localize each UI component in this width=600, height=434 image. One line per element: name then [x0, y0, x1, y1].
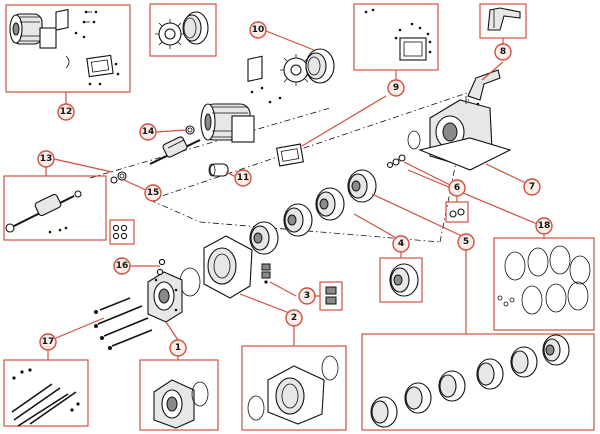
oring-body — [179, 267, 201, 297]
bearing-15 — [110, 171, 147, 191]
bearing-14 — [155, 125, 195, 135]
detail-box-13 — [3, 158, 113, 241]
callout-17: 17 — [39, 333, 57, 351]
fan-cover — [305, 48, 335, 84]
callout-1-label: 1 — [175, 343, 181, 353]
suction-cover — [147, 271, 183, 323]
callout-10: 10 — [249, 21, 267, 39]
callout-14-label: 14 — [142, 127, 155, 137]
detail-box-9 — [353, 3, 439, 80]
fan-detail-10 — [155, 19, 185, 49]
callout-1: 1 — [169, 339, 187, 357]
stage-1 — [347, 169, 377, 203]
detail-box-17 — [3, 350, 89, 427]
callout-2: 2 — [285, 309, 303, 327]
detail-box-18 — [493, 232, 595, 331]
callout-3-label: 3 — [304, 291, 310, 301]
detail-nuts-6 — [445, 196, 469, 223]
callout-10-label: 10 — [252, 25, 265, 35]
bracket-detail-8 — [487, 7, 521, 31]
callout-8: 8 — [494, 43, 512, 61]
tie-rods-detail-17 — [11, 368, 80, 427]
callout-16: 16 — [113, 257, 131, 275]
pump-body — [203, 235, 253, 299]
detail-box-12 — [5, 4, 131, 105]
capacitor — [208, 163, 237, 178]
terminal-cover — [275, 95, 387, 167]
callout-15-label: 15 — [147, 188, 160, 198]
callout-9-label: 9 — [393, 83, 399, 93]
detail-box-1 — [139, 356, 219, 431]
callout-17-label: 17 — [42, 337, 55, 347]
callout-12-label: 12 — [60, 107, 73, 117]
nuts-6 — [386, 154, 453, 187]
callout-8-label: 8 — [500, 47, 506, 57]
rotor-shaft — [149, 136, 201, 165]
callout-9: 9 — [387, 79, 405, 97]
callout-13: 13 — [37, 150, 55, 168]
terminal-cover-detail-9 — [399, 22, 432, 61]
motor-housing-detail-12 — [9, 8, 69, 49]
callout-2-label: 2 — [291, 313, 297, 323]
body-detail-2 — [247, 355, 339, 425]
callout-16-label: 16 — [116, 261, 129, 271]
callout-7-label: 7 — [529, 182, 535, 192]
cover-detail-1 — [153, 379, 209, 429]
motor-assembly — [200, 55, 282, 143]
bracket — [467, 69, 501, 101]
oring-18 — [407, 130, 421, 150]
stages-detail-5 — [370, 334, 570, 428]
stage-detail-4 — [389, 263, 419, 297]
impeller-stack — [249, 169, 377, 255]
callout-11: 11 — [234, 169, 252, 187]
detail-box-8 — [479, 3, 527, 44]
detail-box-4 — [379, 252, 423, 303]
orings-detail-18 — [497, 245, 591, 315]
callout-6-label: 6 — [454, 183, 460, 193]
callout-6: 6 — [448, 179, 466, 197]
callout-7: 7 — [523, 178, 541, 196]
callout-15: 15 — [144, 184, 162, 202]
fan-cover-detail-10 — [182, 11, 209, 45]
callout-3: 3 — [298, 287, 316, 305]
callout-4-label: 4 — [398, 239, 404, 249]
callout-5: 5 — [457, 233, 475, 251]
tie-rods — [55, 297, 153, 350]
callout-13-label: 13 — [40, 154, 53, 164]
screws-16 — [109, 219, 166, 276]
fan — [280, 54, 312, 86]
callout-18: 18 — [535, 217, 553, 235]
rotor-detail-13 — [5, 190, 82, 234]
callout-5-label: 5 — [463, 237, 469, 247]
stage-3 — [283, 203, 313, 237]
terminal-parts-detail-12 — [65, 10, 120, 86]
callout-12: 12 — [57, 103, 75, 121]
callout-14: 14 — [139, 123, 157, 141]
drain-plug — [261, 263, 271, 284]
terminal-box-detail-9 — [364, 8, 402, 40]
stage-4 — [249, 221, 279, 255]
callout-18-label: 18 — [538, 221, 551, 231]
callout-4: 4 — [392, 235, 410, 253]
detail-box-2 — [241, 326, 347, 431]
stage-2 — [315, 187, 345, 221]
detail-box-5 — [361, 248, 595, 431]
pump-housing — [418, 96, 512, 171]
callout-11-label: 11 — [237, 173, 250, 183]
detail-box-10 — [149, 3, 217, 57]
